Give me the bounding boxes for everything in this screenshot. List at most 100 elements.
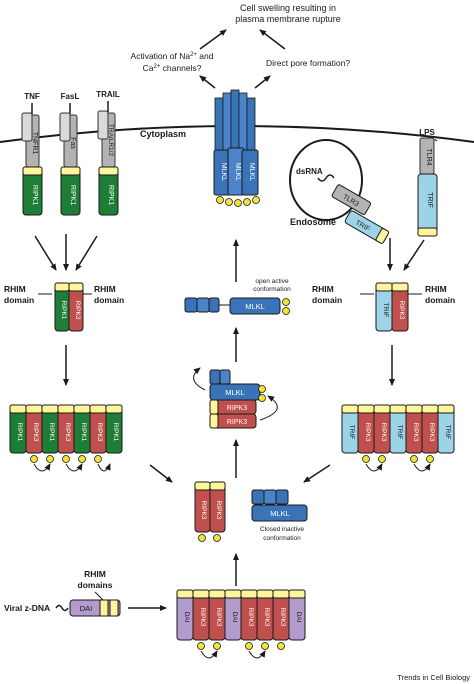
ripk3-label: RIPK3 (364, 423, 371, 442)
ripk3-label: RIPK3 (32, 423, 39, 442)
swelling-label-line1: Cell swelling resulting in (240, 3, 336, 13)
mlkl-pore-label: MLKL (248, 163, 255, 181)
ripk1-label: RIPK1 (107, 185, 114, 205)
swelling-label-line2: plasma membrane rupture (235, 14, 341, 24)
mlkl-open-label: MLKL (245, 302, 265, 311)
fas-label: Fas (69, 137, 76, 149)
pore-label: Direct pore formation? (266, 58, 350, 68)
viral-zdna-label: Viral z-DNA (4, 603, 50, 613)
ripk3-label: RIPK3 (227, 405, 247, 412)
trailr-receptor: TRAILR1/2 (97, 110, 116, 168)
arrow-pore-to-swelling (259, 29, 286, 50)
activation-label-line2: Ca2+ channels? (143, 63, 202, 73)
arrow-right-oligomer-to-dimer (303, 464, 331, 483)
ripk3-label: RIPK3 (263, 608, 270, 627)
endosome-label: Endosome (290, 217, 336, 227)
trailr-label: TRAILR1/2 (107, 124, 114, 157)
tlr3-receptor: TLR3 TRIF (331, 184, 390, 244)
rhim-domains-label-line1: RHIM (84, 569, 106, 579)
rhim-label-left: RHIM (4, 284, 26, 294)
rhim-label-right-r: RHIM (425, 284, 447, 294)
trif-label: TRIF (444, 425, 451, 439)
arrow-left-oligomer-to-dimer (149, 464, 173, 483)
trif-label: TRIF (426, 192, 433, 208)
arrow-to-pore (254, 75, 271, 89)
ripk3-label: RIPK3 (412, 423, 419, 442)
tnfr1-label: TNFR1 (31, 132, 38, 155)
dsrna-label: dsRNA (296, 167, 323, 176)
rhim-label-left-r: RHIM (312, 284, 334, 294)
domain-label-right-r: domain (425, 295, 455, 305)
tlr4-label: TLR4 (425, 148, 432, 165)
mlkl-open-active: MLKL (184, 297, 290, 315)
arrow-tnfr1-complex (34, 235, 57, 271)
ripk1-label: RIPK1 (60, 301, 67, 320)
tnfr1-receptor: TNFR1 (21, 112, 40, 168)
ripk3-label: RIPK3 (398, 301, 405, 320)
ripk3-label: RIPK3 (247, 608, 254, 627)
mlkl-ripk3-complex: MLKL RIPK3 RIPK3 (193, 367, 278, 429)
mlkl-pore-label: MLKL (234, 163, 241, 181)
closed-conformation-label-line1: Closed inactive (260, 526, 304, 533)
rhim-label-right: RHIM (94, 284, 116, 294)
ripk3-label: RIPK3 (199, 608, 206, 627)
ripk3-label: RIPK3 (227, 419, 247, 426)
fasl-label: FasL (61, 92, 80, 101)
trif-label: TRIF (396, 425, 403, 439)
domain-label-left: domain (4, 295, 34, 305)
fas-receptor: Fas (59, 112, 78, 168)
tlr4-receptor: TLR4 (419, 137, 435, 175)
lps-label: LPS (419, 128, 435, 137)
cytoplasm-label: Cytoplasm (140, 129, 186, 139)
ripk1-label: RIPK1 (31, 185, 38, 205)
trif-label: TRIF (382, 303, 389, 317)
ripk1-label: RIPK1 (69, 185, 76, 205)
ripk1-trailr: RIPK1 (98, 166, 119, 216)
ripk3-label: RIPK3 (380, 423, 387, 442)
trif-tlr4: TRIF (417, 173, 438, 237)
ripk3-label: RIPK3 (279, 608, 286, 627)
ripk3-label: RIPK3 (428, 423, 435, 442)
tnf-label: TNF (24, 92, 40, 101)
dai-label: DAI (80, 604, 93, 613)
trif-label: TRIF (348, 425, 355, 439)
dai-label: DAI (295, 612, 302, 623)
arrow-activation-to-swelling (199, 29, 227, 50)
ripk3-dimer: RIPK3 RIPK3 (194, 481, 226, 542)
mlkl-pore-label: MLKL (220, 163, 227, 181)
arrow-tlr4-complex (403, 239, 425, 271)
ripk3-label: RIPK3 (215, 501, 222, 520)
trail-label: TRAIL (96, 90, 120, 99)
closed-conformation-label-line2: conformation (263, 535, 301, 542)
trif-ripk3-complex: TRIF RIPK3 (375, 282, 409, 332)
ripk3-label: RIPK3 (200, 501, 207, 520)
mlkl-complex-label: MLKL (225, 388, 245, 397)
mlkl-closed-inactive: MLKL (251, 489, 308, 522)
ripk1-fas: RIPK1 (60, 166, 81, 216)
dai-label: DAI (231, 612, 238, 623)
zdna-helix (55, 604, 69, 612)
ripk1-ripk3-complex: RIPK1 RIPK3 (54, 282, 84, 332)
dai-label: DAI (183, 612, 190, 623)
dai-protein: DAI (69, 599, 121, 617)
activation-label-line1: Activation of Na2+ and (131, 51, 214, 61)
ripk1-ripk3-oligomer: RIPK1 RIPK3 RIPK1 RIPK3 RIPK1 RIPK3 RIPK… (9, 404, 123, 472)
mlkl-pore: MLKL MLKL MLKL (213, 89, 260, 207)
dsrna-helix (317, 174, 335, 182)
ripk1-label: RIPK1 (80, 423, 87, 442)
trif-ripk3-oligomer: TRIF RIPK3 RIPK3 TRIF RIPK3 RIPK3 TRIF (341, 404, 455, 472)
ripk1-tnfr1: RIPK1 (22, 166, 43, 216)
ripk1-label: RIPK1 (48, 423, 55, 442)
ripk1-label: RIPK1 (16, 423, 23, 442)
dai-ripk3-oligomer: DAI RIPK3 RIPK3 DAI RIPK3 RIPK3 RIPK3 DA… (176, 589, 306, 659)
open-conformation-label-line2: conformation (253, 286, 291, 293)
ripk3-label: RIPK3 (96, 423, 103, 442)
domain-label-left-r: domain (312, 295, 342, 305)
domain-label-right: domain (94, 295, 124, 305)
rhim-domains-label-line2: domains (78, 580, 113, 590)
ripk1-label: RIPK1 (112, 423, 119, 442)
open-conformation-label-line1: open active (255, 278, 289, 285)
ripk3-label: RIPK3 (74, 301, 81, 320)
